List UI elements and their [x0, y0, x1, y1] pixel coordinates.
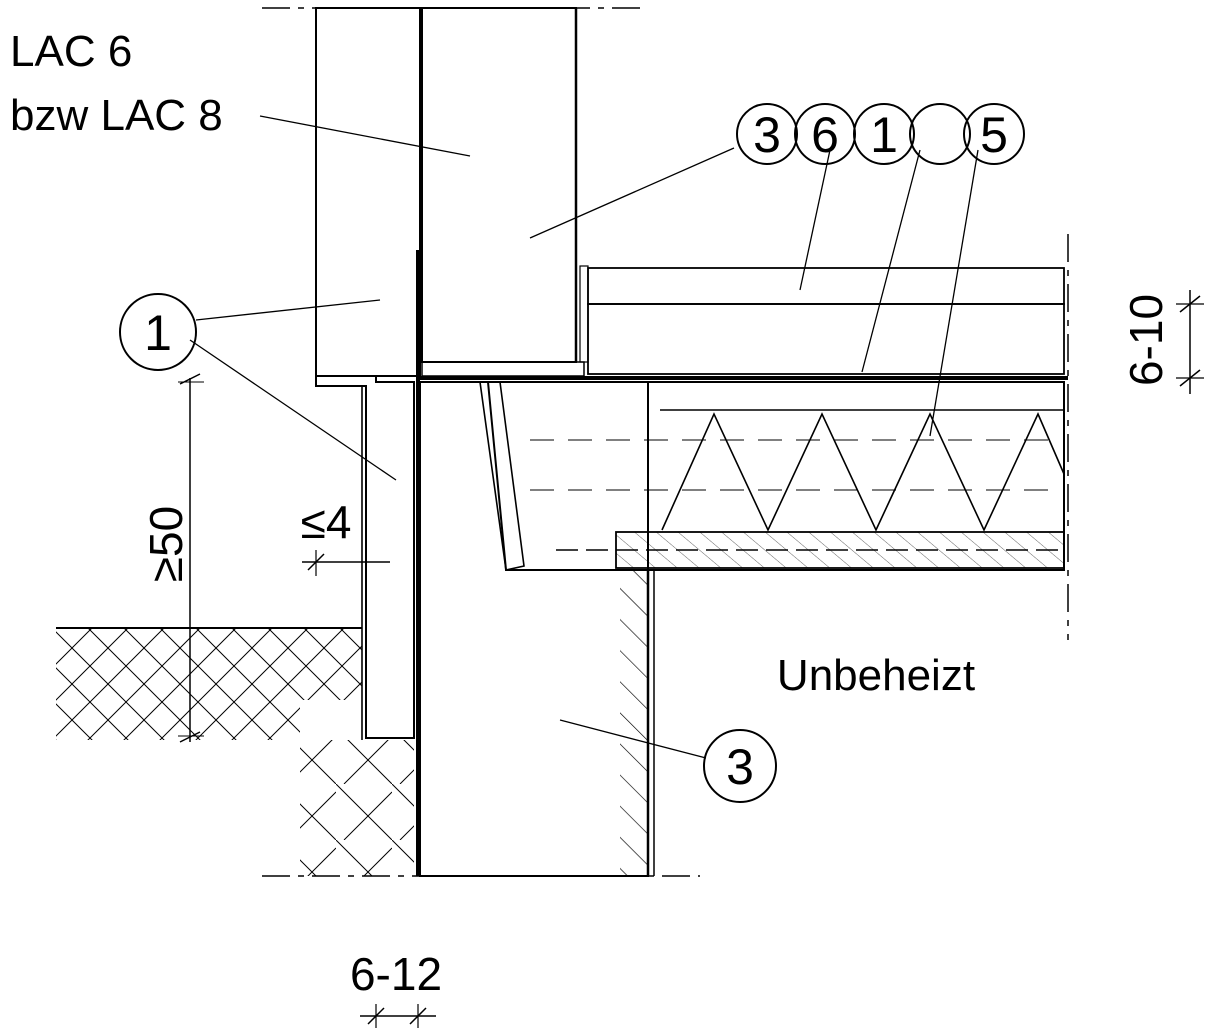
dimension-setback: ≤4 — [301, 496, 390, 576]
soil — [56, 627, 700, 877]
material-label-line2: bzw LAC 8 — [10, 91, 223, 140]
callout-bottom: 3 — [703, 729, 777, 803]
material-label-line1: LAC 6 — [10, 27, 132, 76]
callout-left: 1 — [119, 293, 197, 371]
callout-top-1: 3 — [753, 107, 781, 163]
space-label: Unbeheizt — [777, 651, 975, 700]
dimension-plinth-height: ≥50 — [140, 373, 204, 743]
callout-bottom-label: 3 — [726, 739, 754, 795]
callout-left-label: 1 — [144, 305, 172, 361]
floor-buildup — [420, 234, 1069, 640]
callout-top-2: 6 — [811, 107, 839, 163]
upper-wall — [315, 7, 589, 377]
dimension-plinth-height-label: ≥50 — [140, 506, 192, 582]
leader-lines — [189, 115, 979, 759]
callout-top-3: 1 — [870, 107, 898, 163]
dimension-wall-insulation-label: 6-12 — [350, 948, 442, 1000]
dimension-floor-insulation: 6-10 — [1120, 290, 1204, 394]
callout-top-4: 5 — [980, 107, 1008, 163]
dimension-floor-insulation-label: 6-10 — [1120, 294, 1172, 386]
callout-group-top: 3 6 1 5 — [736, 103, 1025, 165]
dimension-wall-insulation: 6-12 — [350, 948, 442, 1028]
ceiling-slab — [479, 381, 1065, 571]
dimension-setback-label: ≤4 — [301, 496, 352, 548]
